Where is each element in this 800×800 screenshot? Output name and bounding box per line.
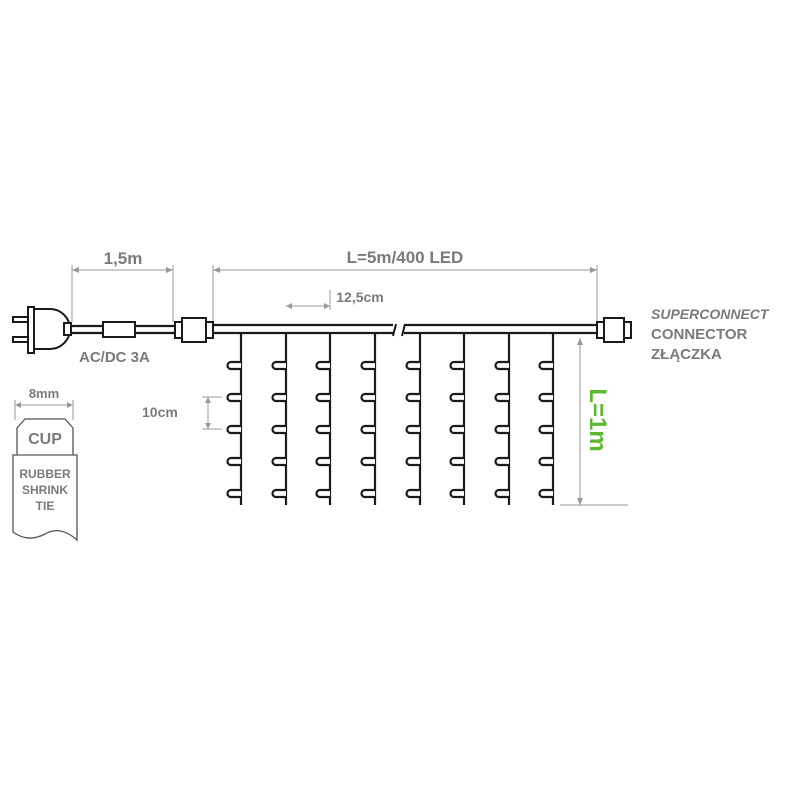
led-bulb bbox=[271, 488, 286, 499]
led-bulb bbox=[449, 392, 464, 403]
cup-detail: 8mm CUP RUBBER SHRINK TIE bbox=[12, 386, 78, 542]
led-bulb bbox=[360, 360, 375, 371]
main-cable bbox=[213, 323, 598, 337]
led-bulb bbox=[494, 360, 509, 371]
cup-label: CUP bbox=[28, 431, 62, 448]
led-bulb bbox=[449, 456, 464, 467]
led-bulb bbox=[271, 392, 286, 403]
bulb-spacing-label: 10cm bbox=[142, 404, 178, 420]
lead-length-dimension: 1,5m bbox=[71, 249, 174, 322]
led-bulb bbox=[360, 488, 375, 499]
led-bulb bbox=[538, 488, 553, 499]
inline-fuse bbox=[102, 321, 136, 338]
led-bulb bbox=[449, 360, 464, 371]
led-bulb bbox=[315, 424, 330, 435]
led-bulb bbox=[405, 488, 420, 499]
led-bulb bbox=[449, 424, 464, 435]
led-bulb bbox=[405, 424, 420, 435]
led-bulb bbox=[494, 392, 509, 403]
led-bulb bbox=[226, 488, 241, 499]
tie-label-3: TIE bbox=[36, 499, 55, 513]
total-length-label: L=5m/400 LED bbox=[347, 248, 464, 267]
led-bulb bbox=[315, 488, 330, 499]
connector-label-en: CONNECTOR bbox=[651, 326, 748, 343]
led-bulb bbox=[405, 392, 420, 403]
led-strands bbox=[226, 334, 555, 505]
power-label: AC/DC 3A bbox=[79, 349, 150, 366]
total-length-dimension: L=5m/400 LED bbox=[212, 248, 598, 322]
left-connector bbox=[174, 317, 214, 343]
strand-spacing-label: 12,5cm bbox=[336, 289, 383, 305]
tie-label-2: SHRINK bbox=[22, 483, 68, 497]
led-bulb bbox=[405, 456, 420, 467]
led-bulb bbox=[405, 360, 420, 371]
led-bulb bbox=[315, 360, 330, 371]
led-bulb bbox=[494, 488, 509, 499]
led-bulb bbox=[226, 424, 241, 435]
led-bulb bbox=[538, 392, 553, 403]
led-bulb bbox=[360, 456, 375, 467]
led-bulb bbox=[494, 424, 509, 435]
led-bulb bbox=[360, 424, 375, 435]
led-bulb bbox=[226, 360, 241, 371]
led-bulb bbox=[315, 456, 330, 467]
led-bulb bbox=[494, 456, 509, 467]
led-bulb bbox=[449, 488, 464, 499]
bulb-spacing-dimension: 10cm bbox=[142, 396, 222, 430]
right-connector bbox=[596, 317, 632, 343]
connector-label-pl: ZŁĄCZKA bbox=[651, 346, 722, 363]
led-bulb bbox=[538, 456, 553, 467]
connector-brand: SUPERCONNECT bbox=[651, 306, 770, 322]
strand-length-dimension: L=1m bbox=[560, 338, 628, 506]
led-bulb bbox=[538, 360, 553, 371]
strand-spacing-dimension: 12,5cm bbox=[286, 289, 384, 310]
lead-length-label: 1,5m bbox=[104, 249, 143, 268]
led-bulb bbox=[360, 392, 375, 403]
led-bulb bbox=[271, 424, 286, 435]
led-bulb bbox=[538, 424, 553, 435]
cup-width-label: 8mm bbox=[29, 386, 59, 401]
led-bulb bbox=[226, 392, 241, 403]
led-bulb bbox=[271, 360, 286, 371]
tie-label-1: RUBBER bbox=[19, 467, 71, 481]
led-bulb bbox=[315, 392, 330, 403]
led-bulb bbox=[271, 456, 286, 467]
led-bulb bbox=[226, 456, 241, 467]
power-plug bbox=[12, 306, 72, 354]
strand-length-label: L=1m bbox=[584, 388, 611, 451]
